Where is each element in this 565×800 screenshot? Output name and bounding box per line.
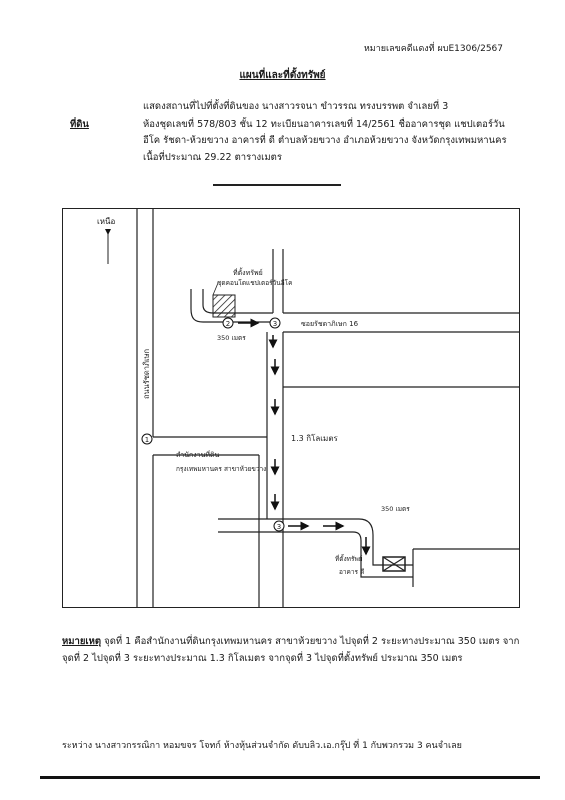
svg-text:2: 2 <box>226 320 230 328</box>
distance-1-3km-label: 1.3 กิโลเมตร <box>291 433 339 443</box>
land-label-map: ที่ตั้งทรัพย์ <box>233 266 263 277</box>
note-text: จุดที่ 1 คือสำนักงานที่ดินกรุงเทพมหานคร … <box>62 636 520 664</box>
office-label: สำนักงานที่ดิน <box>176 450 220 459</box>
document-title: แผนที่และที่ตั้งทรัพย์ <box>239 70 326 81</box>
land-label: ที่ดิน <box>70 119 89 130</box>
road-horizontal <box>153 436 267 607</box>
map-drawing: 2 3 1 3 เหนือ ถนนรัชดาภิเษก ที่ตั้งทรัพย… <box>97 209 519 607</box>
route-arrows <box>238 318 371 556</box>
north-label: เหนือ <box>97 217 115 226</box>
svg-text:1: 1 <box>145 436 149 444</box>
svg-text:3: 3 <box>277 523 281 531</box>
road-ratchadaphisek <box>136 209 154 607</box>
road-long <box>266 332 519 607</box>
point-marker-3: 3 <box>273 520 285 532</box>
office-sublabel: กรุงเทพมหานคร สาขาห้วยขวาง <box>176 465 266 473</box>
bottom-rule <box>40 776 540 779</box>
point-marker-2: 2 <box>222 317 234 329</box>
note-label: หมายเหตุ <box>62 636 102 647</box>
land-parcel <box>212 294 236 318</box>
description-line-2: ห้องชุดเลขที่ 578/803 ชั้น 12 ทะเบียนอาค… <box>143 119 505 130</box>
svg-text:3: 3 <box>273 320 277 328</box>
case-number: หมายเลขคดีแดงที่ ผบE1306/2567 <box>363 44 503 54</box>
description-line-1: แสดงสถานที่ไปที่ตั้งที่ดินของ นางสาวรจนา… <box>143 101 449 112</box>
distance-350m-label: 350 เมตร <box>217 334 246 342</box>
soi-label: ซอยรัชดาภิเษก 16 <box>301 320 359 328</box>
distance-350m-label-2: 350 เมตร <box>381 505 410 513</box>
land-sublabel-map: ชุดคอนโดแชปเตอร์วันอีโค <box>217 279 292 287</box>
road-label-ratchadaphisek: ถนนรัชดาภิเษก <box>142 349 151 399</box>
road-to-building <box>218 518 519 587</box>
point-marker-1: 1 <box>141 433 153 445</box>
location-map: 2 3 1 3 เหนือ ถนนรัชดาภิเษก ที่ตั้งทรัพย… <box>62 208 520 608</box>
separator-line <box>213 184 341 186</box>
road-soi <box>190 249 519 333</box>
building-label: ที่ตั้งทรัพย์ <box>335 554 363 563</box>
point-marker-3-upper: 3 <box>269 317 281 329</box>
building-sublabel: อาคาร ดี <box>339 568 364 576</box>
description-line-4: เนื้อที่ประมาณ 29.22 ตารางเมตร <box>143 152 282 163</box>
note-paragraph: หมายเหตุ จุดที่ 1 คือสำนักงานที่ดินกรุงเ… <box>62 633 520 667</box>
building-symbol <box>382 556 406 572</box>
description-line-3: อีโค รัชดา-ห้วยขวาง อาคารที่ ดี ตำบลห้วย… <box>143 135 507 146</box>
parties-line: ระหว่าง นางสาวกรรณิกา หอมขจร โจทก์ ห้างห… <box>62 741 462 751</box>
